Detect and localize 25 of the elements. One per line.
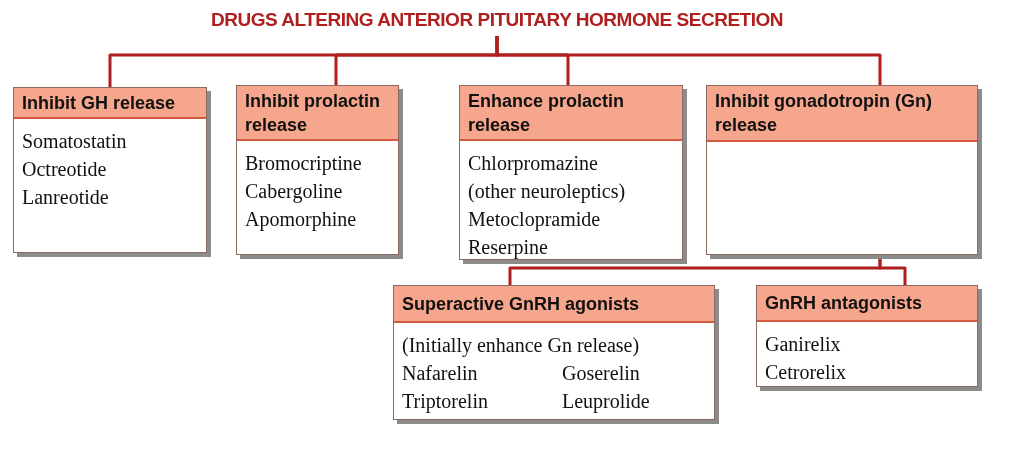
drug-name: Nafarelin [402, 361, 479, 386]
drug-name: Cabergoline [245, 179, 344, 205]
drug-name: Reserpine [468, 235, 549, 261]
category-heading: Enhance prolactin release [460, 86, 682, 141]
category-heading: Inhibit GH release [14, 88, 206, 119]
drug-name: Chlorpromazine [468, 151, 599, 177]
drug-name: Leuprolide [562, 389, 651, 415]
drug-name: Triptorelin [402, 389, 489, 415]
drug-name: Somatostatin [22, 129, 128, 154]
diagram-title: DRUGS ALTERING ANTERIOR PITUITARY HORMONE SECRETION [209, 8, 785, 32]
drug-name: (Initially enhance Gn release) [402, 333, 641, 359]
category-heading: Inhibit prolactin release [237, 86, 398, 141]
drug-name: Goserelin [562, 361, 641, 386]
drug-name: Lanreotide [22, 185, 110, 210]
drug-name: Ganirelix [765, 332, 842, 357]
connector-line [495, 36, 882, 85]
drug-name: Octreotide [22, 157, 108, 182]
drug-name: Cetrorelix [765, 360, 848, 385]
category-heading: GnRH antagonists [757, 286, 977, 322]
drug-name: Apomorphine [245, 207, 358, 233]
category-heading: Inhibit gonadotropin (Gn) release [707, 86, 977, 142]
category-heading: Superactive GnRH agonists [394, 286, 714, 323]
drug-name: Bromocriptine [245, 151, 363, 177]
drug-name: Metoclopramide [468, 207, 602, 233]
drug-name: (other neuroleptics) [468, 179, 627, 205]
